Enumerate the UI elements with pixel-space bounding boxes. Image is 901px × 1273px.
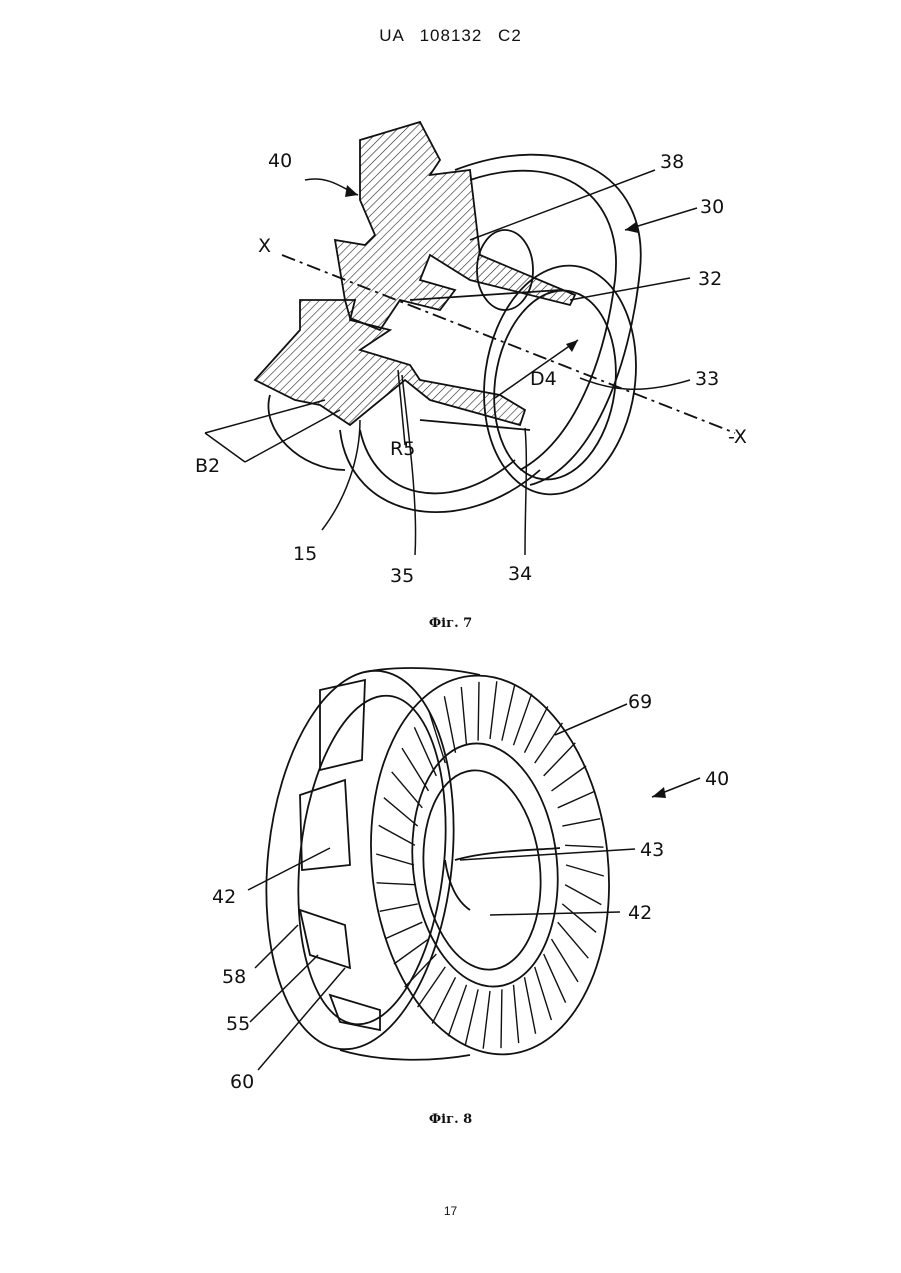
impeller-body — [249, 661, 628, 1066]
blade-line — [552, 939, 579, 982]
label-58: 58 — [222, 966, 246, 988]
blade-line — [448, 985, 466, 1037]
blade-line — [392, 772, 423, 808]
label-42-right: 42 — [628, 902, 652, 924]
blade-line — [535, 967, 552, 1020]
blade-line — [525, 977, 536, 1033]
blade-line — [432, 977, 455, 1023]
blade-line — [490, 681, 497, 739]
blade-line — [535, 723, 563, 763]
label-55: 55 — [226, 1013, 250, 1035]
blade-line — [566, 865, 604, 876]
blade-line — [418, 967, 446, 1007]
cross-section-lower — [255, 300, 525, 425]
blade-line — [544, 743, 576, 776]
blade-line — [558, 922, 589, 958]
label-34: 34 — [508, 563, 532, 585]
label-69: 69 — [628, 691, 652, 713]
figure-7-caption: Фіг. 7 — [0, 616, 901, 631]
blade-line — [376, 854, 414, 865]
blade-line — [501, 989, 502, 1048]
label-15: 15 — [293, 543, 317, 565]
label-30: 30 — [700, 196, 724, 218]
blade-line — [461, 687, 466, 745]
patent-number-header: UA 108132 C2 — [0, 26, 901, 46]
blade-line — [565, 845, 603, 847]
label-43: 43 — [640, 839, 664, 861]
label-38: 38 — [660, 151, 684, 173]
figure-8-drawing: 69 40 43 42 42 58 55 60 — [0, 660, 901, 1100]
page-number: 17 — [0, 1204, 901, 1218]
blade-line — [544, 954, 566, 1003]
blade-line — [380, 904, 418, 911]
blade-line — [558, 791, 595, 807]
blade-line — [394, 939, 429, 964]
label-32: 32 — [698, 268, 722, 290]
blade-line — [444, 696, 455, 752]
label-r5: R5 — [390, 438, 415, 460]
blade-line — [402, 748, 429, 791]
blade-line — [414, 727, 436, 776]
blade-line — [478, 682, 479, 741]
figure-8: 69 40 43 42 42 58 55 60 — [0, 660, 901, 1100]
figure-8-caption: Фіг. 8 — [0, 1112, 901, 1127]
label-x: X — [258, 235, 271, 257]
blade-line — [465, 989, 478, 1044]
blade-line — [386, 922, 423, 938]
blade-line — [552, 766, 587, 791]
label-b2: B2 — [195, 455, 220, 477]
blade-line — [514, 694, 532, 746]
label-d4: D4 — [530, 368, 557, 390]
blade-line — [514, 985, 519, 1043]
blade-line — [525, 706, 548, 752]
label-35: 35 — [390, 565, 414, 587]
blade-line — [562, 819, 600, 826]
blade-line — [562, 904, 596, 932]
blade-line — [377, 883, 415, 885]
label-33: 33 — [695, 368, 719, 390]
label-40: 40 — [268, 150, 292, 172]
blade-line — [379, 825, 415, 845]
figure-7: 40 38 30 X 32 33 D4 -X B2 R5 15 35 34 — [0, 100, 901, 600]
label-60: 60 — [230, 1071, 254, 1093]
blade-line — [565, 885, 601, 905]
blade-line — [502, 685, 515, 740]
blade-line — [483, 991, 490, 1049]
label-40: 40 — [705, 768, 729, 790]
figure-7-drawing: 40 38 30 X 32 33 D4 -X B2 R5 15 35 34 — [0, 100, 901, 600]
label-minus-x: -X — [728, 426, 747, 448]
blade-line — [384, 798, 418, 826]
label-42-left: 42 — [212, 886, 236, 908]
